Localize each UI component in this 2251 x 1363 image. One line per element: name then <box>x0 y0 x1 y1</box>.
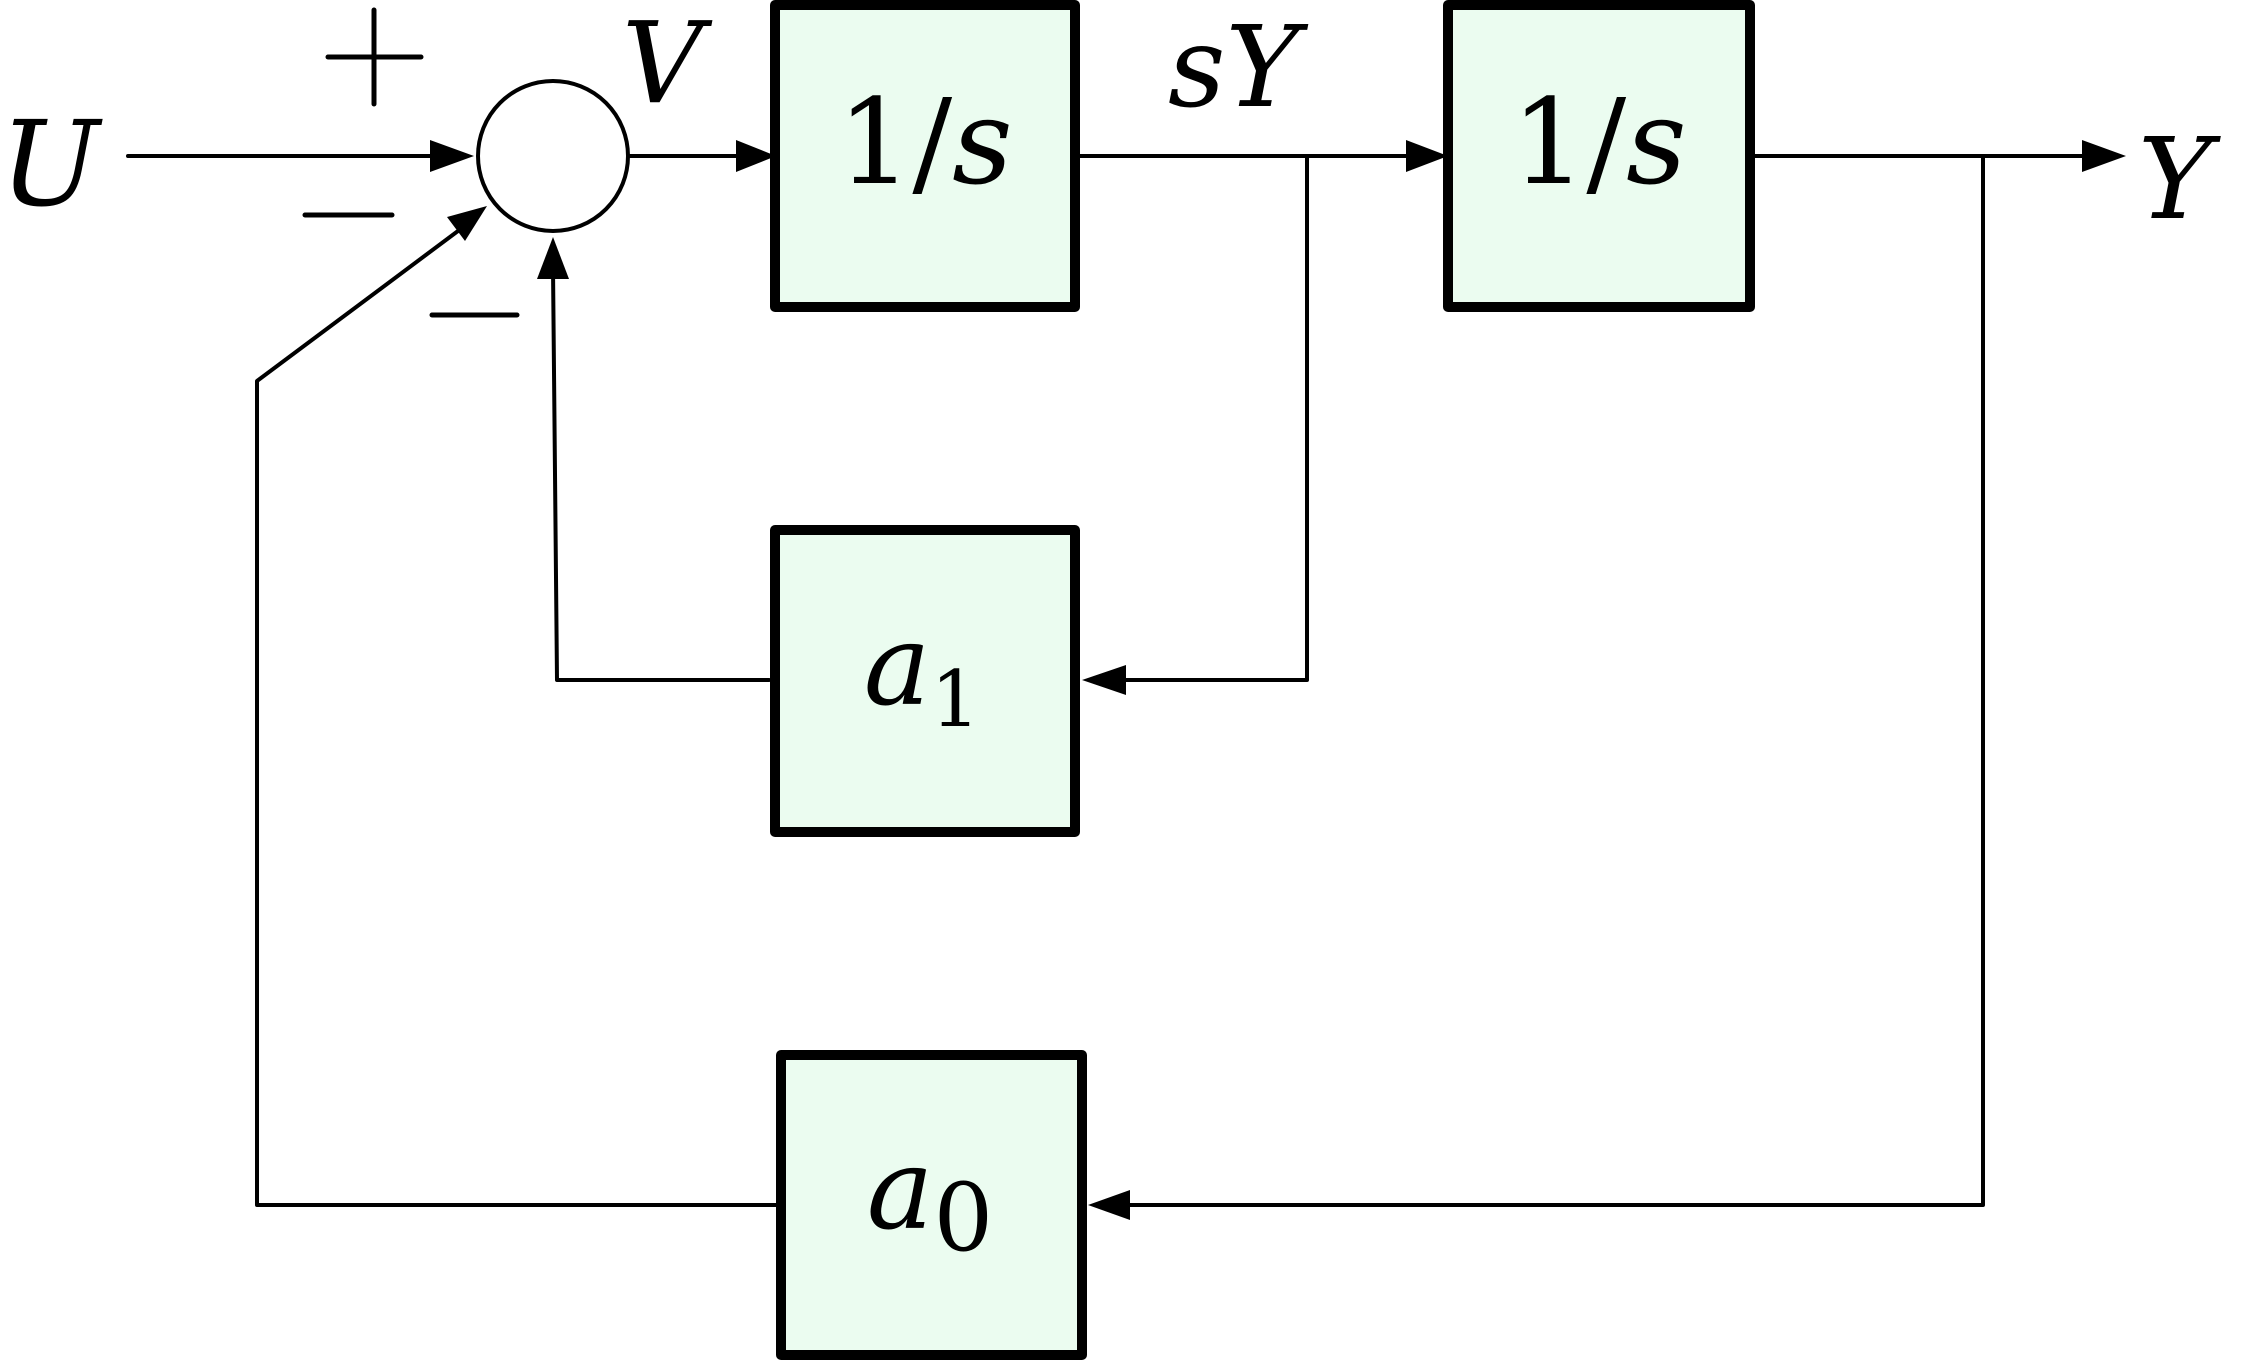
arrowhead-into-integrator-1 <box>736 140 776 172</box>
gain-block-a1-box <box>770 525 1080 837</box>
plus-sign-top <box>325 7 424 107</box>
signal-label-input: U <box>0 95 103 233</box>
signal-label-output: Y <box>2138 115 2221 245</box>
gain-block-a0-box <box>776 1050 1087 1360</box>
wire-sy-feedback-to-a1 <box>1118 154 1309 682</box>
wire-a0-to-sum <box>255 226 780 1207</box>
gain-block-a1: a1 <box>770 525 1080 837</box>
arrowhead-output <box>2082 140 2126 172</box>
wire-y-feedback-to-a0 <box>1118 154 1985 1207</box>
wire-a1-to-sum <box>551 266 771 682</box>
integrator-block-2-label: 1/s <box>1511 73 1686 211</box>
arrowhead-a0-into-sum <box>447 206 487 241</box>
signal-label-sum-output: V <box>622 0 713 129</box>
gain-block-a1-label: a1 <box>864 601 980 745</box>
signal-wires <box>126 154 2092 1207</box>
arrowhead-a1-into-sum <box>537 237 569 279</box>
gain-block-a0: a0 <box>776 1050 1087 1360</box>
integrator-block-2: 1/s <box>1443 0 1755 312</box>
arrowhead-into-a0 <box>1088 1190 1130 1220</box>
sum-signs <box>302 7 520 318</box>
gain-block-a0-label: a0 <box>867 1125 994 1273</box>
integrator-block-1-label: 1/s <box>837 73 1012 211</box>
arrowhead-into-a1 <box>1082 665 1126 695</box>
arrowhead-into-integrator-2 <box>1406 140 1448 172</box>
arrowhead-input-to-sum <box>430 140 474 172</box>
signal-label-sy: sY <box>1168 3 1308 133</box>
integrator-block-1-box <box>770 0 1080 312</box>
summing-junction <box>476 79 630 233</box>
integrator-block-2-box <box>1443 0 1755 312</box>
integrator-block-1: 1/s <box>770 0 1080 312</box>
arrowheads <box>430 140 2126 1220</box>
